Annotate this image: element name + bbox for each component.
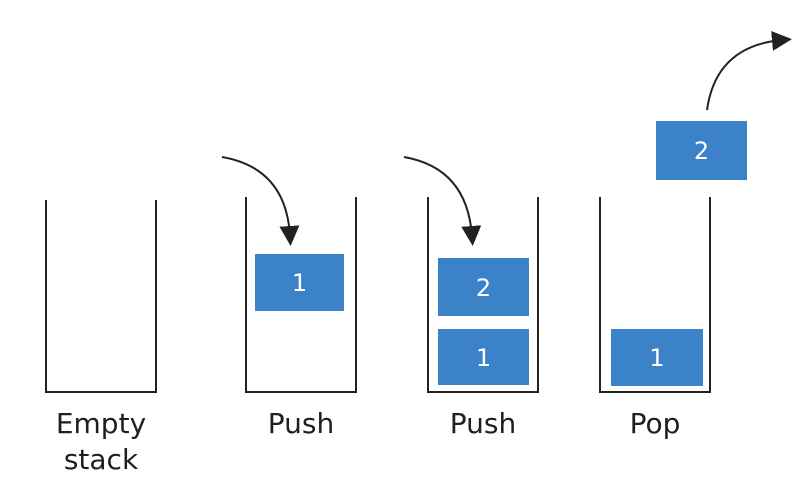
stack-container	[245, 197, 357, 393]
stack-push-2: 2 1	[403, 156, 539, 393]
push-arrow	[221, 156, 300, 246]
stack-item	[611, 329, 703, 386]
stack-item-label: 1	[476, 344, 491, 372]
caption-push-2: Push	[449, 407, 517, 440]
stack-container	[427, 197, 539, 393]
push-arrow	[403, 156, 482, 246]
stack-container	[45, 200, 157, 393]
stack-item	[438, 258, 529, 316]
stack-item-label: 1	[292, 269, 307, 297]
caption-pop: Pop	[629, 407, 681, 440]
stack-item	[438, 329, 529, 385]
stack-container	[599, 197, 711, 393]
stack-push-1: 1	[221, 156, 357, 393]
pop-arrow	[706, 30, 792, 111]
popped-item	[656, 121, 747, 180]
stack-item-label: 2	[476, 274, 491, 302]
stack-item-label: 1	[649, 344, 664, 372]
popped-item-label: 2	[694, 137, 709, 165]
stack-pop: 1 2	[599, 30, 792, 393]
stack-empty	[45, 200, 157, 393]
caption-line: stack	[63, 443, 139, 476]
stack-item	[255, 254, 344, 311]
caption-line: Empty	[55, 407, 147, 440]
caption-empty-stack: Empty stack	[36, 406, 166, 478]
caption-push-1: Push	[267, 407, 335, 440]
